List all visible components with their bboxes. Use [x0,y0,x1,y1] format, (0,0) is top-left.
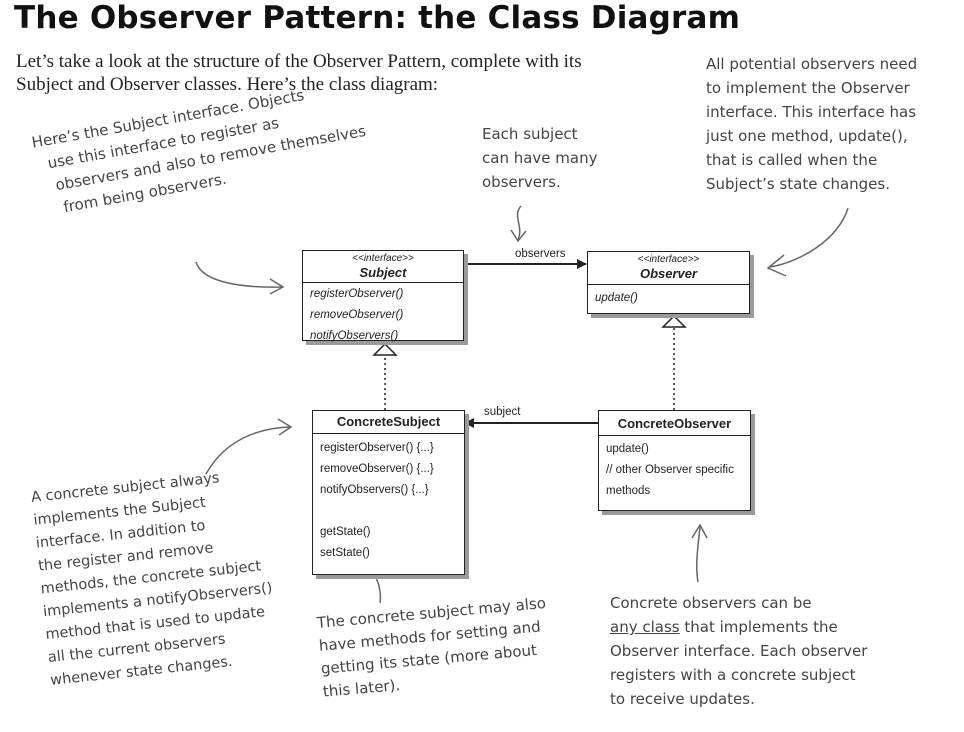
observer-realization-arrowhead [661,314,687,328]
subject-method: removeObserver() [310,309,404,321]
concrete-observer-method: methods [606,485,651,497]
concrete-observer-name: ConcreteObserver [617,416,732,431]
observer-class-name: Observer [639,266,698,281]
concrete-observers-note-arrowhead [691,523,708,539]
each-subject-note-arrowhead [510,229,527,243]
concrete-subject-method: getState() [320,526,371,538]
observer-method: update() [595,292,638,304]
note-each-subject: Each subject can have many observers. [482,125,598,191]
subject-realization-arrowhead [372,342,398,356]
observers-association-label: observers [515,248,566,260]
observer-class-header: <<interface>> Observer [588,252,749,285]
observer-stereotype: <<interface>> [637,254,700,265]
note-all-observers: All potential observers need to implemen… [706,55,918,193]
concrete-observer-class: ConcreteObserver update() // other Obser… [598,410,751,511]
intro-text: Let’s take a look at the structure of th… [16,51,582,95]
concrete-subject-header: ConcreteSubject [313,411,464,434]
concrete-subject-name: ConcreteSubject [336,414,441,429]
observer-interface-class: <<interface>> Observer update() [587,251,750,314]
observers-note-arrow [769,207,849,268]
concrete-observer-method: update() [606,443,649,455]
concrete-subject-method: removeObserver() {...} [320,463,434,475]
concrete-subject-class: ConcreteSubject registerObserver() {...}… [312,410,465,575]
subject-association-label: subject [484,406,521,418]
subject-interface-class: <<interface>> Subject registerObserver()… [302,250,464,342]
subject-note-arrow [195,261,283,288]
concrete-subject-method: notifyObservers() {...} [320,484,429,496]
concrete-subject-method: registerObserver() {...} [320,442,434,454]
each-subject-note-arrow [516,205,522,241]
observer-methods: update() [588,285,749,309]
observers-note-arrowhead [766,254,787,277]
subject-method: registerObserver() [310,288,404,300]
concrete-observers-note-arrow [696,526,701,583]
page-title: The Observer Pattern: the Class Diagram [14,0,741,36]
subject-method: notifyObservers() [310,330,399,342]
concrete-subject-method: setState() [320,547,370,559]
subject-class-header: <<interface>> Subject [303,251,463,283]
concrete-observer-methods: update() // other Observer specific meth… [599,436,750,502]
concrete-observer-method: // other Observer specific [606,464,734,476]
subject-methods: registerObserver() removeObserver() noti… [303,283,463,347]
concrete-subject-note-arrow [205,426,291,475]
concrete-subject-note-arrowhead [277,418,293,436]
subject-stereotype: <<interface>> [352,253,414,264]
subject-class-name: Subject [359,265,407,280]
note-concrete-observers: Concrete observers can be any class that… [610,594,868,708]
concrete-observer-header: ConcreteObserver [599,411,750,436]
subject-note-arrowhead [269,278,285,295]
concrete-subject-methods: registerObserver() {...} removeObserver(… [313,434,464,564]
